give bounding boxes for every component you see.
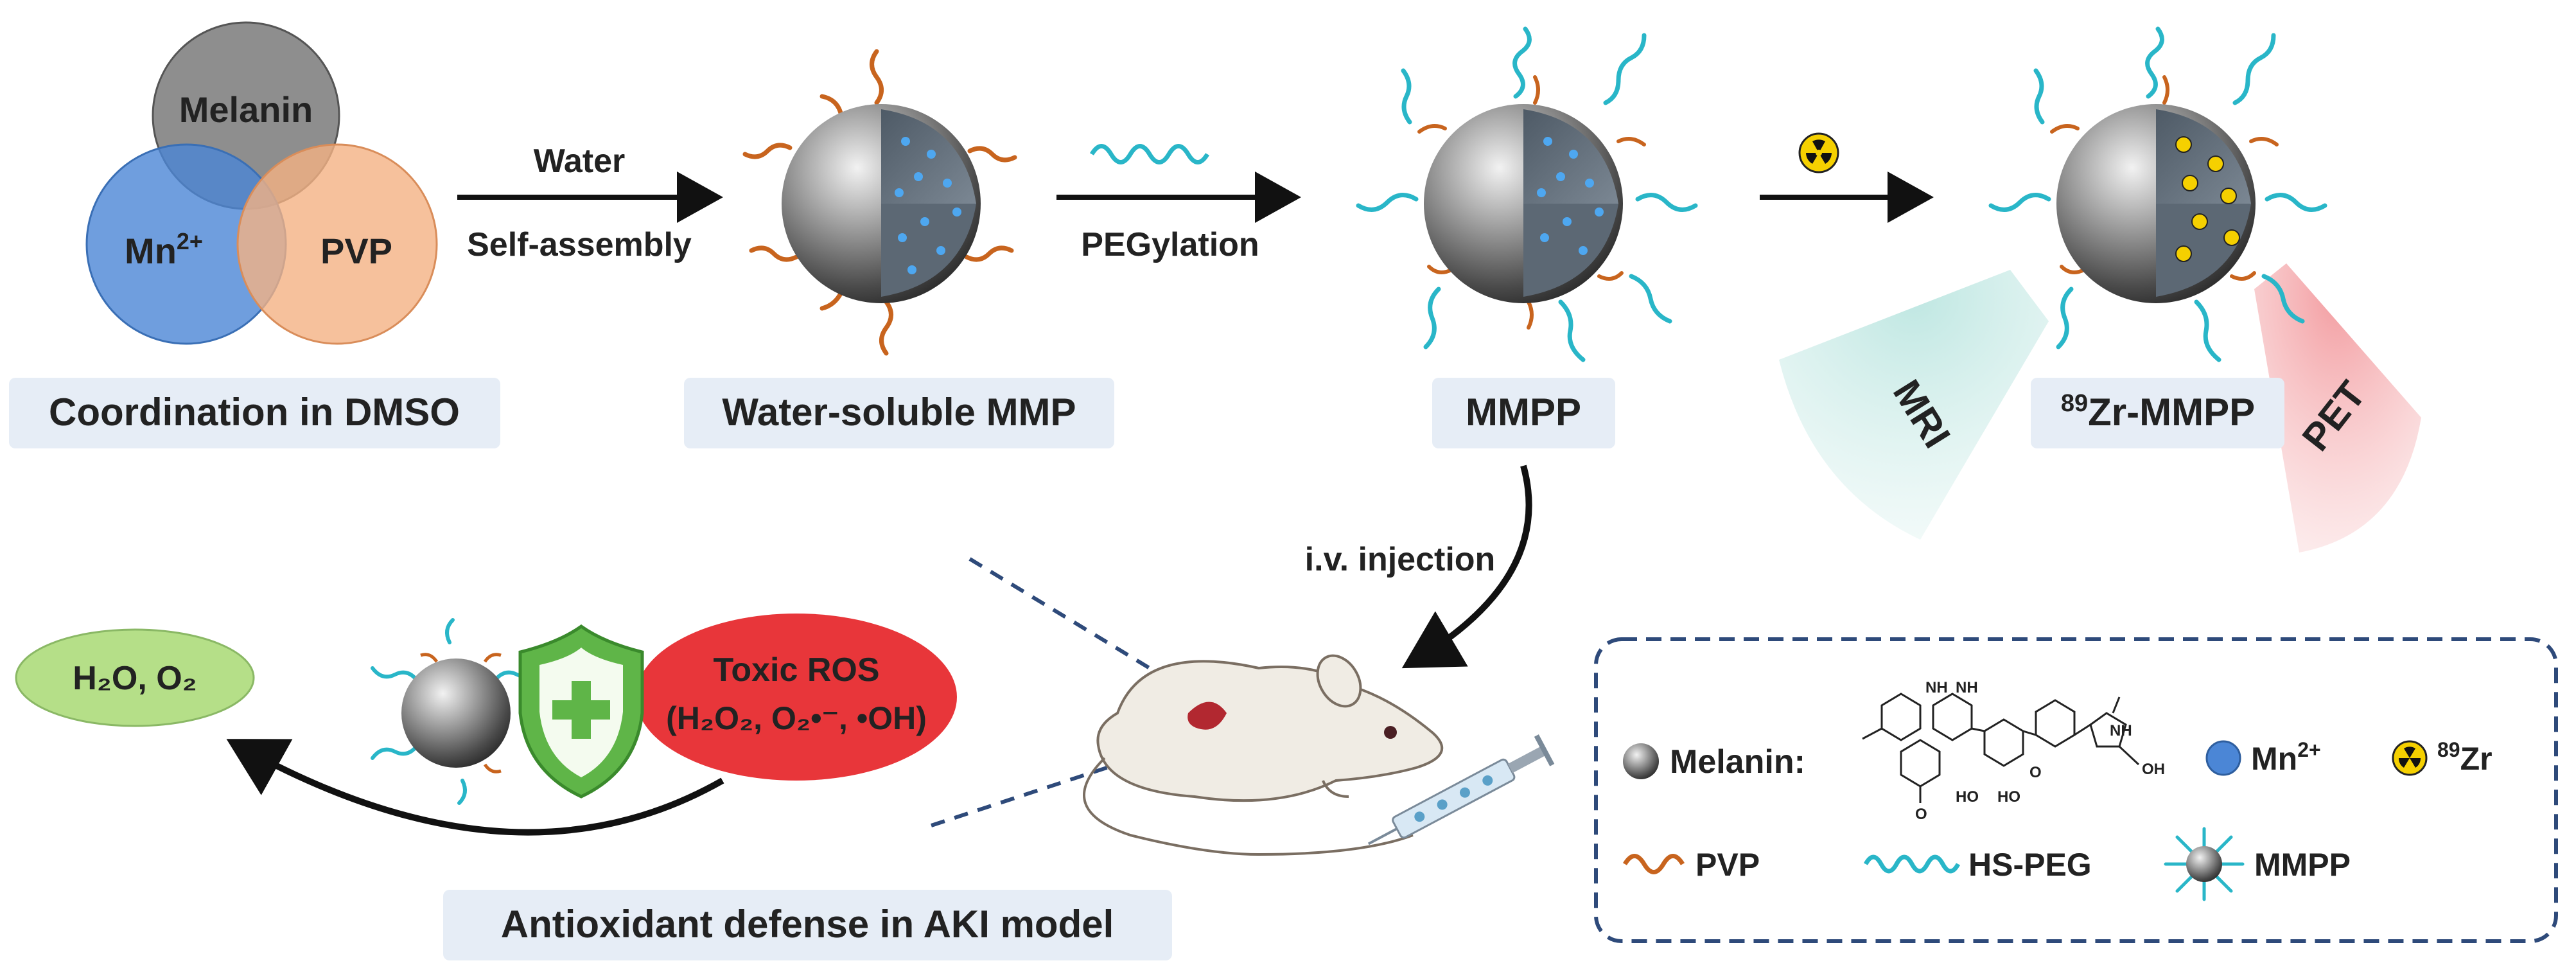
struct-o-1: O — [1915, 806, 1927, 823]
melanin-structure — [1862, 693, 2140, 803]
legend-pvp-label: PVP — [1695, 847, 1760, 883]
antioxidant-label-bg — [443, 890, 1172, 960]
struct-ho-1: HO — [1956, 788, 1979, 806]
struct-nh-2: NH — [1956, 679, 1978, 696]
struct-o-2: O — [2029, 764, 2042, 781]
injection-label: i.v. injection — [1305, 541, 1496, 578]
struct-nh-1: NH — [1925, 679, 1948, 696]
shield-icon — [518, 624, 644, 799]
toxic-ros-title: Toxic ROS — [713, 651, 879, 689]
coordination-label: Coordination in DMSO — [49, 391, 460, 434]
legend-mn-label: Mn2+ — [2251, 738, 2321, 777]
venn-pvp-label: PVP — [320, 231, 392, 271]
self-assembly-label: Self-assembly — [467, 226, 692, 263]
legend-hs-peg-label: HS-PEG — [1968, 847, 2092, 883]
arrow-antioxidant — [226, 739, 724, 836]
legend-zr-label: 89Zr — [2437, 738, 2493, 777]
legend-pvp-icon — [1622, 854, 1685, 874]
mri-beam — [1779, 270, 2049, 540]
legend-mmpp-label: MMPP — [2254, 847, 2351, 883]
struct-ho-2: HO — [1997, 788, 2020, 806]
legend-hs-peg-icon — [1863, 854, 1961, 874]
zr-mmpp-label-bg — [2031, 378, 2284, 448]
toxic-ros-species: (H₂O₂, O₂•⁻, •OH) — [666, 700, 927, 736]
zr-mmpp-label: 89Zr-MMPP — [2061, 390, 2255, 434]
venn-melanin-label: Melanin — [179, 89, 313, 130]
radiation-icon — [1798, 132, 1839, 173]
toxic-ros-ellipse — [636, 614, 957, 781]
legend-melanin-icon — [1623, 743, 1659, 779]
legend-melanin-label: Melanin: — [1670, 743, 1805, 781]
antioxidant-particle — [371, 618, 541, 805]
struct-nh-3: NH — [2110, 722, 2132, 739]
arrow-injection — [1401, 464, 1532, 669]
legend-mmpp-icon — [2164, 827, 2245, 901]
legend-mn-icon — [2205, 740, 2241, 776]
products-label: H₂O, O₂ — [73, 660, 197, 697]
mmpp-label: MMPP — [1466, 391, 1581, 434]
zr-mmpp-particle — [1988, 26, 2327, 362]
venn-diagram: Melanin Mn2+ PVP — [85, 21, 438, 345]
mmpp-particle — [1356, 26, 1698, 362]
legend-radiation-icon — [2392, 740, 2428, 776]
pegylation-label: PEGylation — [1081, 226, 1259, 263]
syringe-icon — [1367, 734, 1555, 845]
mouse-illustration — [931, 557, 1444, 856]
peg-strand-icon — [1089, 144, 1210, 164]
products-ellipse — [15, 628, 255, 727]
water-label: Water — [534, 143, 626, 180]
water-soluble-label-bg — [684, 378, 1114, 448]
coordination-label-bg — [9, 378, 500, 448]
venn-mn-label: Mn2+ — [125, 228, 203, 271]
pvp-circle — [236, 143, 438, 345]
struct-oh: OH — [2142, 761, 2165, 778]
pet-beam — [2254, 263, 2421, 552]
mmp-particle — [742, 49, 1017, 356]
mmpp-label-bg — [1432, 378, 1615, 448]
water-soluble-label: Water-soluble MMP — [722, 391, 1076, 434]
antioxidant-label: Antioxidant defense in AKI model — [501, 903, 1114, 946]
legend-box: Melanin: NH NH NH O O HO HO OH Mn2+ — [1594, 637, 2558, 943]
